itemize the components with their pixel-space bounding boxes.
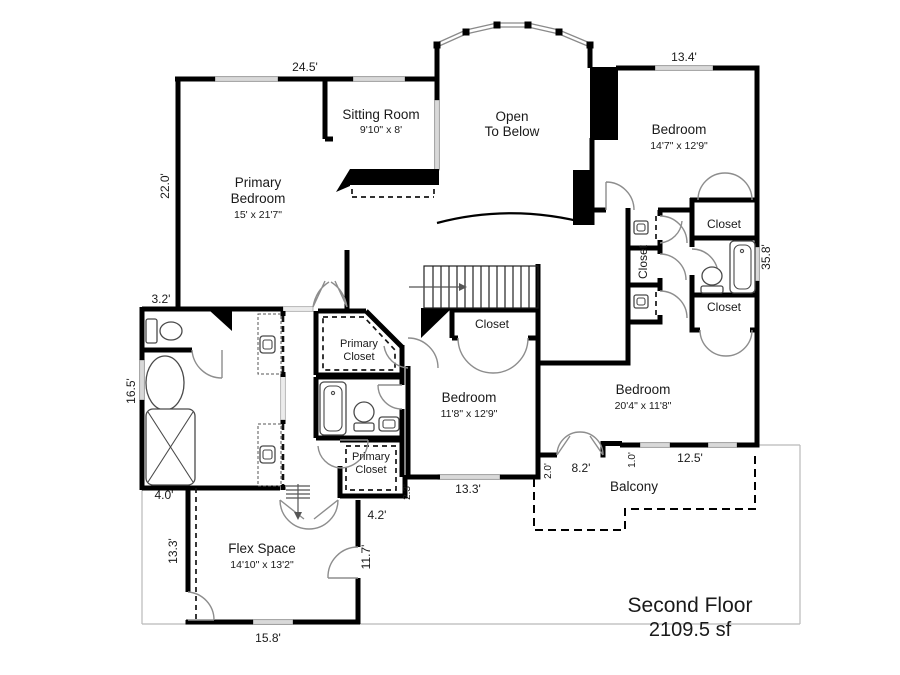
- room-label-primary-1: Primary: [235, 175, 282, 190]
- closet-label-linen: Closet: [636, 244, 650, 279]
- room-label-open-2: To Below: [485, 124, 540, 139]
- dim-flex-top: 4.2': [368, 508, 387, 522]
- wall-masses: [210, 67, 618, 338]
- dim-bed-bottom: 13.3': [455, 482, 481, 496]
- dim-flex-right: 11.7': [359, 545, 373, 570]
- doors: [187, 172, 753, 621]
- primary-closet2-line1: Primary: [352, 451, 390, 463]
- room-label-bedroom-tr: Bedroom: [652, 122, 707, 137]
- bathtub: [319, 381, 347, 436]
- fixtures: [145, 220, 756, 520]
- room-label-sitting: Sitting Room: [342, 107, 419, 122]
- dim-left-low: 4.0': [155, 488, 174, 502]
- dim-balcony-door: 8.2': [572, 461, 591, 475]
- dim-left-jog: 3.2': [152, 292, 171, 306]
- room-label-flex: Flex Space: [228, 541, 296, 556]
- vanity-sinks: [257, 313, 282, 487]
- open-below-curve: [436, 212, 591, 226]
- dim-left-upper: 22.0': [158, 173, 172, 199]
- dim-flex-bottom: 15.8': [255, 631, 281, 645]
- dim-left-mid: 16.5': [124, 378, 138, 404]
- shower: [145, 408, 196, 486]
- dim-flex-left: 13.3': [166, 538, 180, 564]
- room-label-primary-2: Bedroom: [231, 191, 286, 206]
- toilet: [145, 318, 183, 344]
- cased-openings: [280, 306, 314, 421]
- dashed-details: [195, 189, 657, 620]
- room-dims-primary: 15' x 21'7": [234, 209, 282, 221]
- plan-title-area: 2109.5 sf: [649, 619, 732, 641]
- dim-jog-23: 2.3': [402, 484, 413, 500]
- room-dims-bedroom-tr: 14'7" x 12'9": [650, 140, 708, 152]
- balcony-outline: [533, 452, 756, 531]
- bathtub: [729, 240, 756, 294]
- closet-labels: Closet Closet Closet Closet Primary Clos…: [340, 217, 742, 476]
- room-dims-bedroom-c: 11'8" x 12'9": [441, 408, 498, 420]
- closet-label-tr: Closet: [707, 217, 742, 231]
- staircase: [409, 265, 539, 309]
- primary-closet1-line2: Closet: [343, 351, 374, 363]
- dim-top-left: 24.5': [292, 60, 318, 74]
- sink: [378, 416, 400, 432]
- linen-shelves: [286, 484, 310, 520]
- lower-floor-outline: [141, 444, 801, 625]
- soaking-tub: [145, 355, 185, 411]
- primary-closet2-line2: Closet: [355, 464, 386, 476]
- closet-label-br: Closet: [707, 300, 742, 314]
- walls: [139, 43, 760, 625]
- room-label-open-1: Open: [495, 109, 528, 124]
- dim-right-side: 35.8': [759, 244, 773, 270]
- room-dims-bedroom-r: 20'4" x 11'8": [615, 400, 672, 412]
- room-dims-sitting: 9'10" x 8': [360, 124, 402, 136]
- dim-jog-20: 2.0': [543, 463, 554, 479]
- toilet: [353, 401, 375, 432]
- plan-title: Second Floor 2109.5 sf: [628, 594, 753, 641]
- plan-title-floor: Second Floor: [628, 594, 753, 617]
- dim-jog-10: 1.0': [627, 452, 638, 468]
- dim-top-right: 13.4': [671, 50, 697, 64]
- jack-jill-sinks: [633, 220, 649, 309]
- primary-closet1-line1: Primary: [340, 338, 378, 350]
- arched-window-wall: [433, 21, 594, 49]
- toilet: [700, 266, 724, 294]
- room-label-bedroom-c: Bedroom: [442, 390, 497, 405]
- room-label-bedroom-r: Bedroom: [616, 382, 671, 397]
- room-label-balcony: Balcony: [610, 479, 658, 494]
- dim-balcony-windows: 12.5': [677, 451, 703, 465]
- dimension-labels: 24.5' 13.4' 22.0' 3.2' 16.5' 4.0' 13.3' …: [124, 50, 773, 645]
- closet-label-under-stairs: Closet: [475, 317, 510, 331]
- room-labels: Sitting Room 9'10" x 8' Open To Below Be…: [228, 107, 708, 571]
- room-dims-flex: 14'10" x 13'2": [230, 559, 294, 571]
